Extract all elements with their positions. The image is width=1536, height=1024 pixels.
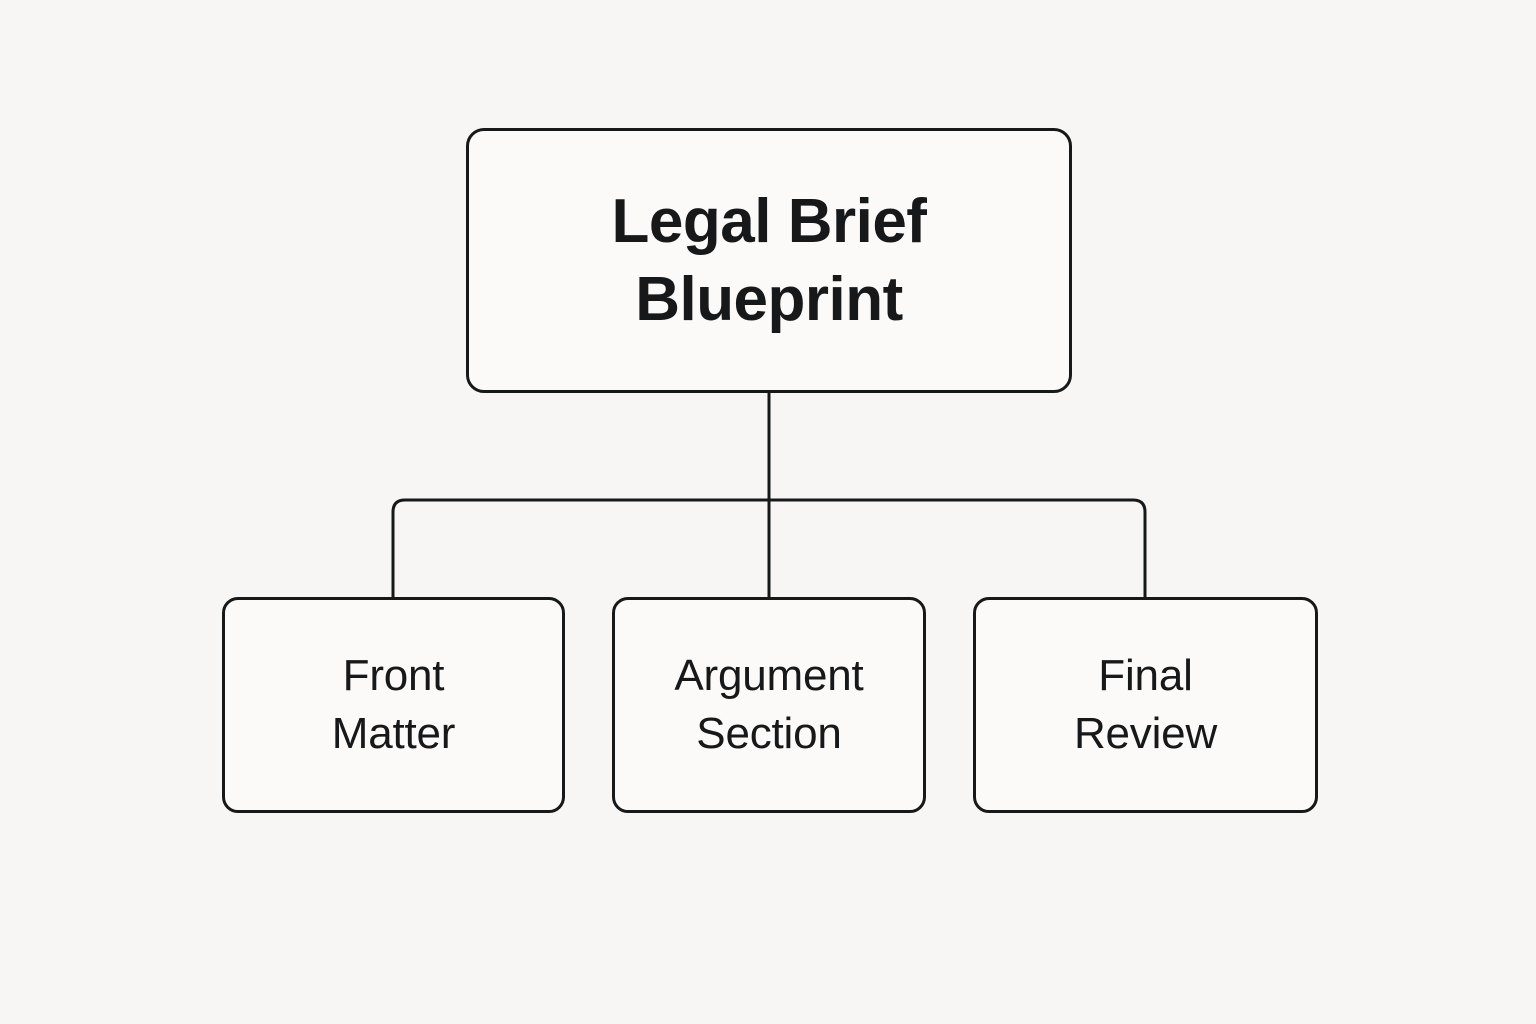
node-final-review-label: Final Review xyxy=(1073,651,1218,758)
node-root-label: Legal Brief Blueprint xyxy=(611,186,927,334)
connector-bus-left xyxy=(391,498,769,597)
node-argument-section[interactable]: Argument Section xyxy=(612,597,926,813)
node-front-matter[interactable]: Front Matter xyxy=(222,597,565,813)
connector-bus-right xyxy=(769,498,1147,597)
node-front-matter-label: Front Matter xyxy=(331,651,456,758)
node-argument-section-label: Argument Section xyxy=(674,651,864,758)
node-root[interactable]: Legal Brief Blueprint xyxy=(466,128,1072,393)
node-final-review[interactable]: Final Review xyxy=(973,597,1318,813)
